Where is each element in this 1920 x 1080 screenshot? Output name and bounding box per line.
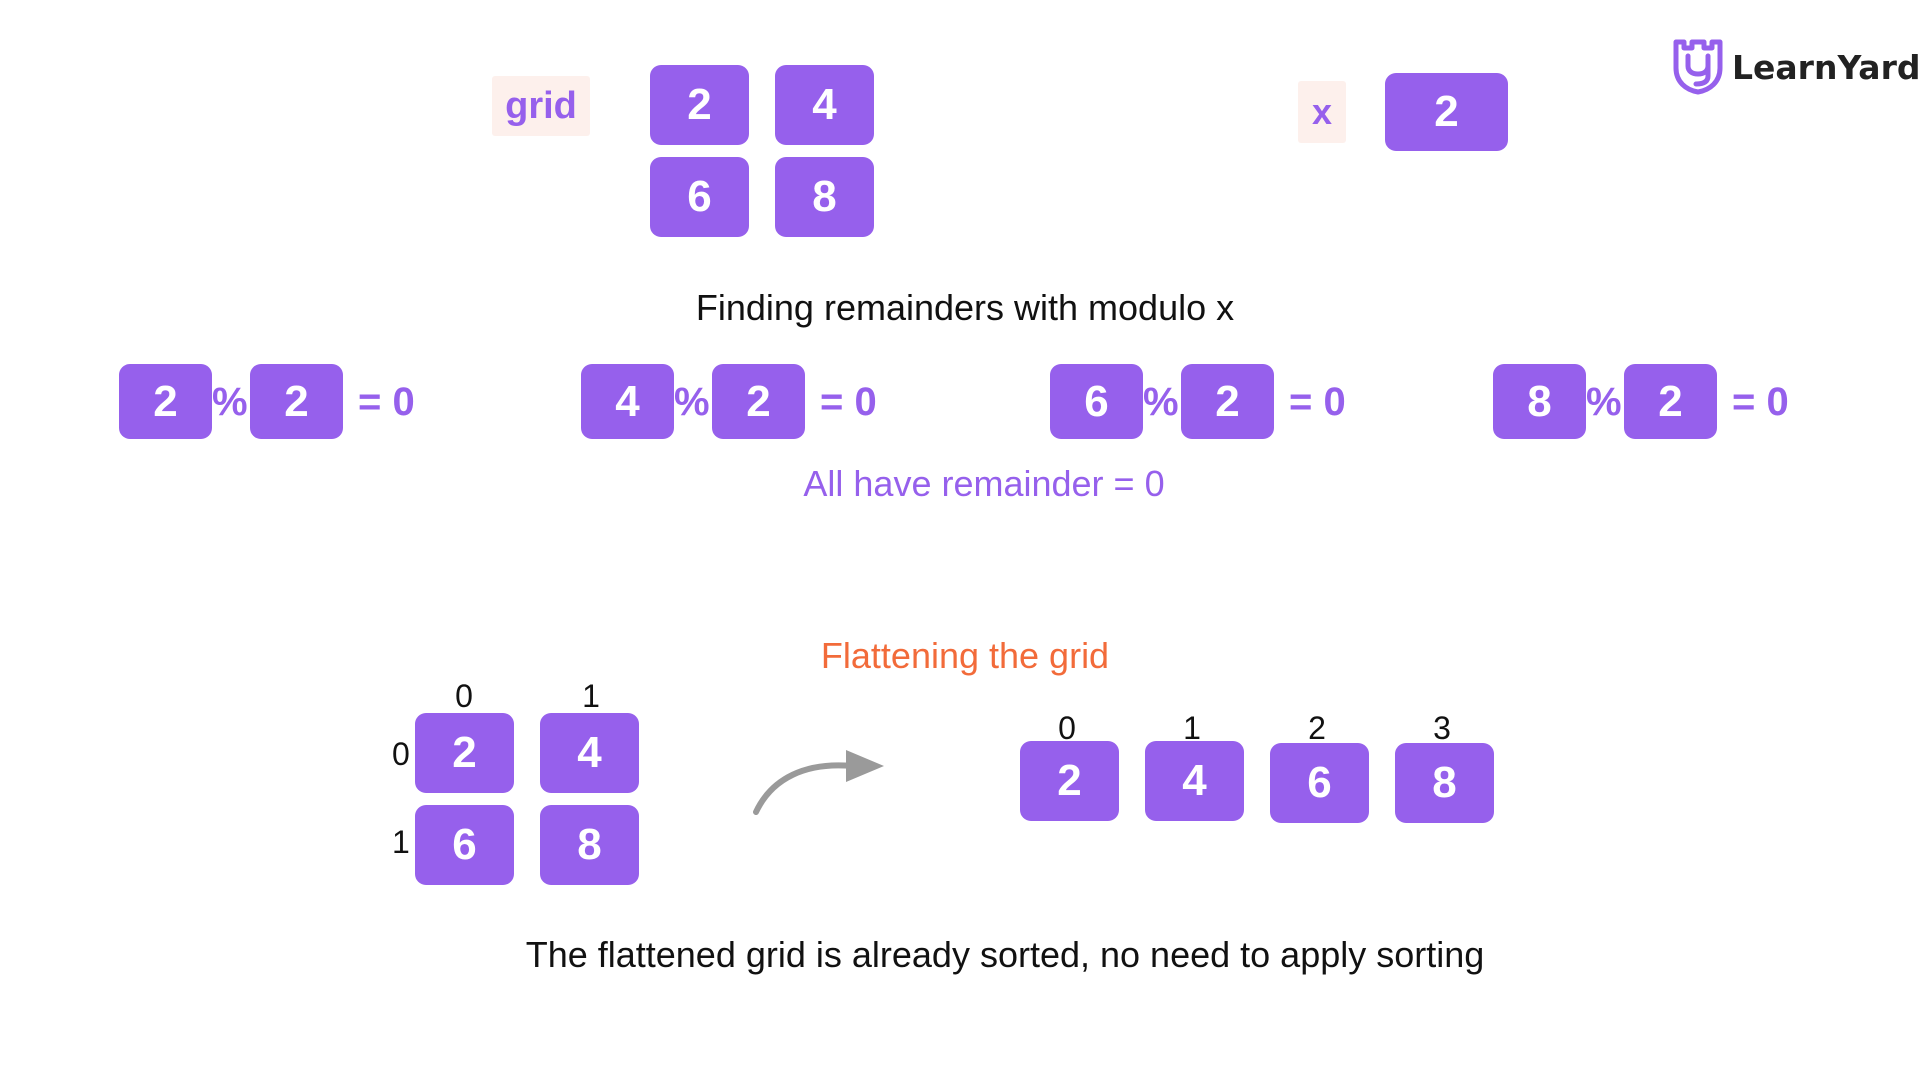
flat-cell: 6: [1270, 743, 1369, 823]
row-index: 0: [392, 736, 410, 772]
x-value: 2: [1385, 73, 1508, 151]
expr-result: = 0: [820, 380, 877, 424]
flat-index: 3: [1433, 710, 1451, 746]
row-index: 1: [392, 824, 410, 860]
expr-result: = 0: [1289, 380, 1346, 424]
expr-operand-a: 8: [1493, 364, 1586, 439]
flat-cell: 4: [1145, 741, 1244, 821]
grid-cell-1-0: 6: [650, 157, 749, 237]
grid-cell-1-1: 8: [775, 157, 874, 237]
expr-operand-b: 2: [250, 364, 343, 439]
expr-operand-b: 2: [1624, 364, 1717, 439]
modulo-operator: %: [1586, 380, 1622, 424]
flat-index: 2: [1308, 710, 1326, 746]
flat-index: 0: [1058, 710, 1076, 746]
modulo-operator: %: [1143, 380, 1179, 424]
x-label: x: [1298, 81, 1346, 143]
grid-cell-1-0: 6: [415, 805, 514, 885]
grid-cell-0-1: 4: [540, 713, 639, 793]
expr-result: = 0: [358, 380, 415, 424]
brand-name: LearnYard: [1732, 48, 1920, 87]
modulo-operator: %: [674, 380, 710, 424]
modulo-summary: All have remainder = 0: [803, 463, 1165, 504]
grid-cell-0-1: 4: [775, 65, 874, 145]
grid-label: grid: [492, 76, 590, 136]
grid-cell-1-1: 8: [540, 805, 639, 885]
expr-operand-a: 2: [119, 364, 212, 439]
modulo-operator: %: [212, 380, 248, 424]
grid-cell-0-0: 2: [650, 65, 749, 145]
flatten-heading: Flattening the grid: [820, 635, 1110, 676]
learnyard-logo-icon: [1673, 39, 1723, 95]
expr-operand-b: 2: [1181, 364, 1274, 439]
column-index: 1: [582, 678, 600, 714]
expr-operand-a: 6: [1050, 364, 1143, 439]
expr-operand-b: 2: [712, 364, 805, 439]
flat-cell: 8: [1395, 743, 1494, 823]
flat-index: 1: [1183, 710, 1201, 746]
expr-result: = 0: [1732, 380, 1789, 424]
column-index: 0: [455, 678, 473, 714]
conclusion-text: The flattened grid is already sorted, no…: [525, 934, 1485, 975]
flat-cell: 2: [1020, 741, 1119, 821]
grid-cell-0-0: 2: [415, 713, 514, 793]
expr-operand-a: 4: [581, 364, 674, 439]
modulo-heading: Finding remainders with modulo x: [695, 287, 1235, 328]
logo: LearnYard: [1672, 38, 1920, 96]
curved-arrow-icon: [753, 750, 884, 815]
